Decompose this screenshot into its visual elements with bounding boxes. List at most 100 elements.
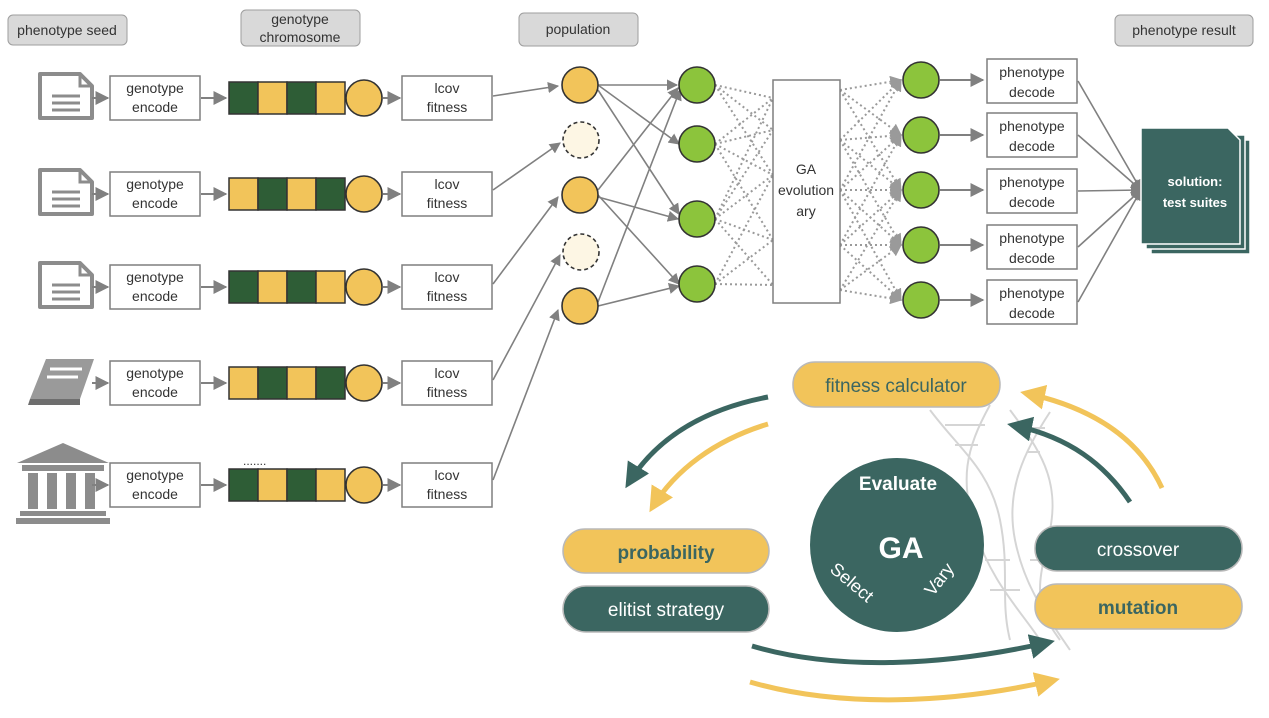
svg-text:decode: decode — [1009, 194, 1055, 210]
svg-text:fitness: fitness — [427, 486, 467, 502]
svg-text:encode: encode — [132, 99, 178, 115]
gene-block — [228, 81, 259, 115]
svg-text:encode: encode — [132, 288, 178, 304]
svg-text:crossover: crossover — [1097, 540, 1180, 561]
svg-text:fitness calculator: fitness calculator — [825, 376, 967, 397]
svg-text:decode: decode — [1009, 250, 1055, 266]
genotype-encode-box: genotype encode — [109, 75, 201, 121]
svg-text:phenotype: phenotype — [999, 285, 1065, 301]
cycle-arrow-teal-top-left — [625, 394, 769, 489]
svg-text:probability: probability — [617, 543, 715, 564]
lcov-fitness-box: lcov fitness — [401, 75, 493, 121]
result-node — [902, 281, 940, 319]
document-icon — [38, 72, 94, 120]
svg-text:test suites: test suites — [1163, 195, 1227, 210]
header-phenotype-result: phenotype result — [1114, 14, 1254, 47]
svg-text:phenotype: phenotype — [999, 64, 1065, 80]
svg-text:genotype: genotype — [126, 269, 184, 285]
bank-icon — [16, 443, 110, 524]
elitist-strategy-pill: elitist strategy — [562, 585, 770, 633]
offspring-node — [678, 66, 716, 104]
gene-block — [228, 177, 259, 211]
crossover-pill: crossover — [1034, 525, 1243, 572]
gene-block — [257, 366, 288, 400]
gene-block — [257, 81, 288, 115]
gene-block — [315, 270, 346, 304]
chromosome-genes — [228, 177, 346, 211]
svg-text:mutation: mutation — [1098, 598, 1178, 619]
cycle-arrow-yellow-right — [1020, 384, 1165, 490]
chromosome-genes — [228, 270, 346, 304]
svg-text:fitness: fitness — [427, 288, 467, 304]
header-genotype-chromosome: genotype chromosome — [240, 9, 361, 47]
lcov-fitness-box: lcov fitness — [401, 462, 493, 508]
result-node — [902, 61, 940, 99]
chromosome-genes — [228, 366, 346, 400]
gene-block — [286, 177, 317, 211]
cycle-arrow-teal-right — [1007, 416, 1133, 504]
svg-text:phenotype: phenotype — [999, 174, 1065, 190]
ga-evolutionary-box: GA evolution ary — [772, 79, 841, 304]
svg-text:lcov: lcov — [435, 176, 460, 192]
svg-text:encode: encode — [132, 486, 178, 502]
ga-cycle-center: Evaluate GA Select Vary — [810, 458, 984, 632]
decode-row: phenotype decode — [902, 189, 1142, 270]
gene-block — [286, 468, 317, 502]
result-node — [902, 171, 940, 209]
fitness-calculator-pill: fitness calculator — [792, 361, 1001, 408]
svg-text:encode: encode — [132, 195, 178, 211]
gene-block — [257, 270, 288, 304]
gene-block — [257, 468, 288, 502]
population-node — [561, 176, 599, 214]
offspring-node — [678, 265, 716, 303]
cycle-arrow-yellow-top-left — [649, 421, 769, 513]
result-node — [902, 116, 940, 154]
gene-block — [228, 270, 259, 304]
offspring-node — [678, 125, 716, 163]
chromosome-genes — [228, 468, 346, 502]
gene-block — [228, 468, 259, 502]
document-icon — [38, 261, 94, 309]
svg-text:genotype: genotype — [126, 365, 184, 381]
individual-node — [345, 79, 383, 117]
svg-text:fitness: fitness — [427, 195, 467, 211]
phenotype-decode-box: phenotype decode — [986, 168, 1078, 214]
empty-population-slot — [562, 121, 600, 159]
svg-text:chromosome: chromosome — [260, 29, 341, 45]
svg-text:encode: encode — [132, 384, 178, 400]
svg-text:fitness: fitness — [427, 384, 467, 400]
svg-text:evolution: evolution — [778, 182, 834, 198]
phenotype-decode-box: phenotype decode — [986, 279, 1078, 325]
svg-text:genotype: genotype — [126, 80, 184, 96]
gene-block — [315, 81, 346, 115]
result-node — [902, 226, 940, 264]
mutation-pill: mutation — [1034, 583, 1243, 630]
cycle-arrow-yellow-bottom — [749, 672, 1060, 703]
gene-block — [228, 366, 259, 400]
individual-node — [345, 466, 383, 504]
gene-block — [315, 366, 346, 400]
svg-text:phenotype: phenotype — [999, 118, 1065, 134]
evaluate-label: Evaluate — [859, 474, 937, 495]
svg-text:fitness: fitness — [427, 99, 467, 115]
svg-text:phenotype seed: phenotype seed — [17, 22, 117, 38]
svg-text:lcov: lcov — [435, 467, 460, 483]
svg-text:genotype: genotype — [126, 176, 184, 192]
cycle-arrow-teal-bottom — [751, 634, 1055, 666]
header-phenotype-seed: phenotype seed — [7, 14, 128, 46]
offspring-node — [678, 200, 716, 238]
svg-text:genotype: genotype — [271, 11, 329, 27]
svg-text:ary: ary — [796, 203, 815, 219]
gene-block — [286, 81, 317, 115]
svg-text:decode: decode — [1009, 305, 1055, 321]
genotype-encode-box: genotype encode — [109, 171, 201, 217]
svg-text:phenotype: phenotype — [999, 230, 1065, 246]
svg-text:lcov: lcov — [435, 80, 460, 96]
